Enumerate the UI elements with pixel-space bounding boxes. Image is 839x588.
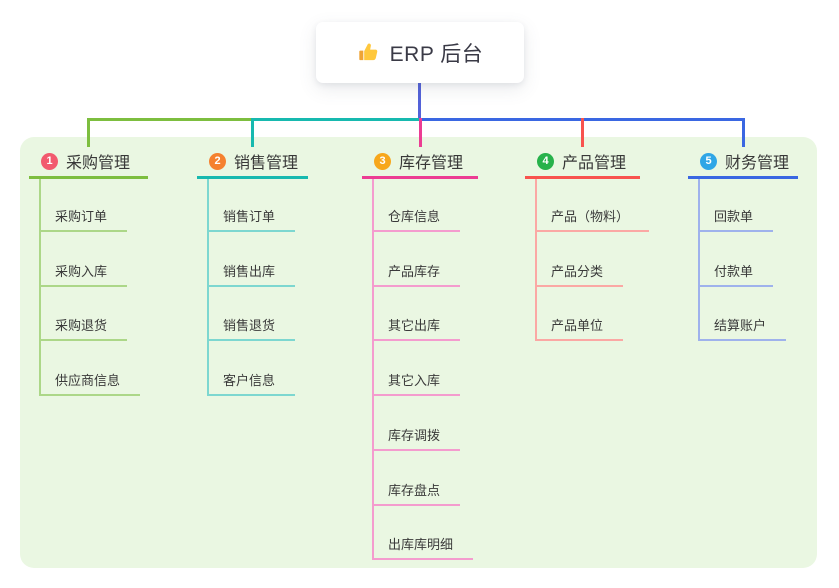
branch-title-label: 财务管理	[725, 155, 790, 172]
branch-title[interactable]: 1 采购管理	[41, 151, 131, 172]
branch-badge: 3	[374, 152, 391, 170]
branch-title[interactable]: 2 销售管理	[209, 151, 299, 172]
root-connector-line	[417, 83, 421, 120]
branch-underline	[197, 176, 308, 179]
branch-title[interactable]: 5 财务管理	[700, 151, 790, 172]
branch-trunk-line	[535, 179, 537, 341]
child-node[interactable]: 库存盘点	[372, 482, 461, 506]
branch-underline	[29, 176, 148, 179]
child-node[interactable]: 产品（物料）	[535, 208, 650, 232]
child-node[interactable]: 采购退货	[39, 317, 128, 341]
root-node[interactable]: ERP 后台	[316, 22, 524, 83]
child-node[interactable]: 仓库信息	[372, 208, 461, 232]
branch-drop-line	[418, 118, 422, 147]
child-node[interactable]: 客户信息	[207, 372, 296, 396]
branch-trunk-line	[372, 179, 374, 560]
branch-drop-line	[741, 118, 745, 147]
child-node[interactable]: 产品单位	[535, 317, 624, 341]
child-node[interactable]: 供应商信息	[39, 372, 141, 396]
branch-title-label: 库存管理	[399, 155, 464, 172]
branch-title[interactable]: 3 库存管理	[374, 151, 464, 172]
branch-badge: 2	[209, 152, 226, 170]
child-node[interactable]: 出库库明细	[372, 536, 474, 560]
branch-trunk-line	[207, 179, 209, 396]
child-node[interactable]: 其它入库	[372, 372, 461, 396]
branch-underline	[362, 176, 478, 179]
branch-drop-line	[581, 118, 584, 147]
child-node[interactable]: 其它出库	[372, 317, 461, 341]
child-node[interactable]: 回款单	[698, 208, 774, 232]
child-node[interactable]: 产品库存	[372, 263, 461, 287]
branch-badge: 5	[700, 152, 717, 170]
branch-drop-line	[251, 118, 254, 147]
branch-title-label: 采购管理	[66, 155, 131, 172]
branch-title[interactable]: 4 产品管理	[537, 151, 627, 172]
bus-segment-teal	[251, 118, 420, 121]
branch-badge: 1	[41, 152, 58, 170]
branch-trunk-line	[39, 179, 41, 396]
child-node[interactable]: 采购订单	[39, 208, 128, 232]
branch-trunk-line	[698, 179, 700, 341]
branch-drop-line	[87, 118, 90, 147]
mindmap-panel	[20, 137, 817, 568]
root-title: ERP 后台	[389, 42, 484, 66]
child-node[interactable]: 销售订单	[207, 208, 296, 232]
child-node[interactable]: 库存调拨	[372, 427, 461, 451]
branch-underline	[688, 176, 798, 179]
child-node[interactable]: 销售退货	[207, 317, 296, 341]
bus-segment-green	[87, 118, 253, 121]
thumbs-up-icon	[357, 41, 380, 64]
child-node[interactable]: 付款单	[698, 263, 774, 287]
child-node[interactable]: 产品分类	[535, 263, 624, 287]
branch-badge: 4	[537, 152, 554, 170]
branch-title-label: 销售管理	[234, 155, 299, 172]
child-node[interactable]: 销售出库	[207, 263, 296, 287]
child-node[interactable]: 采购入库	[39, 263, 128, 287]
branch-underline	[525, 176, 640, 179]
branch-title-label: 产品管理	[562, 155, 627, 172]
child-node[interactable]: 结算账户	[698, 317, 787, 341]
